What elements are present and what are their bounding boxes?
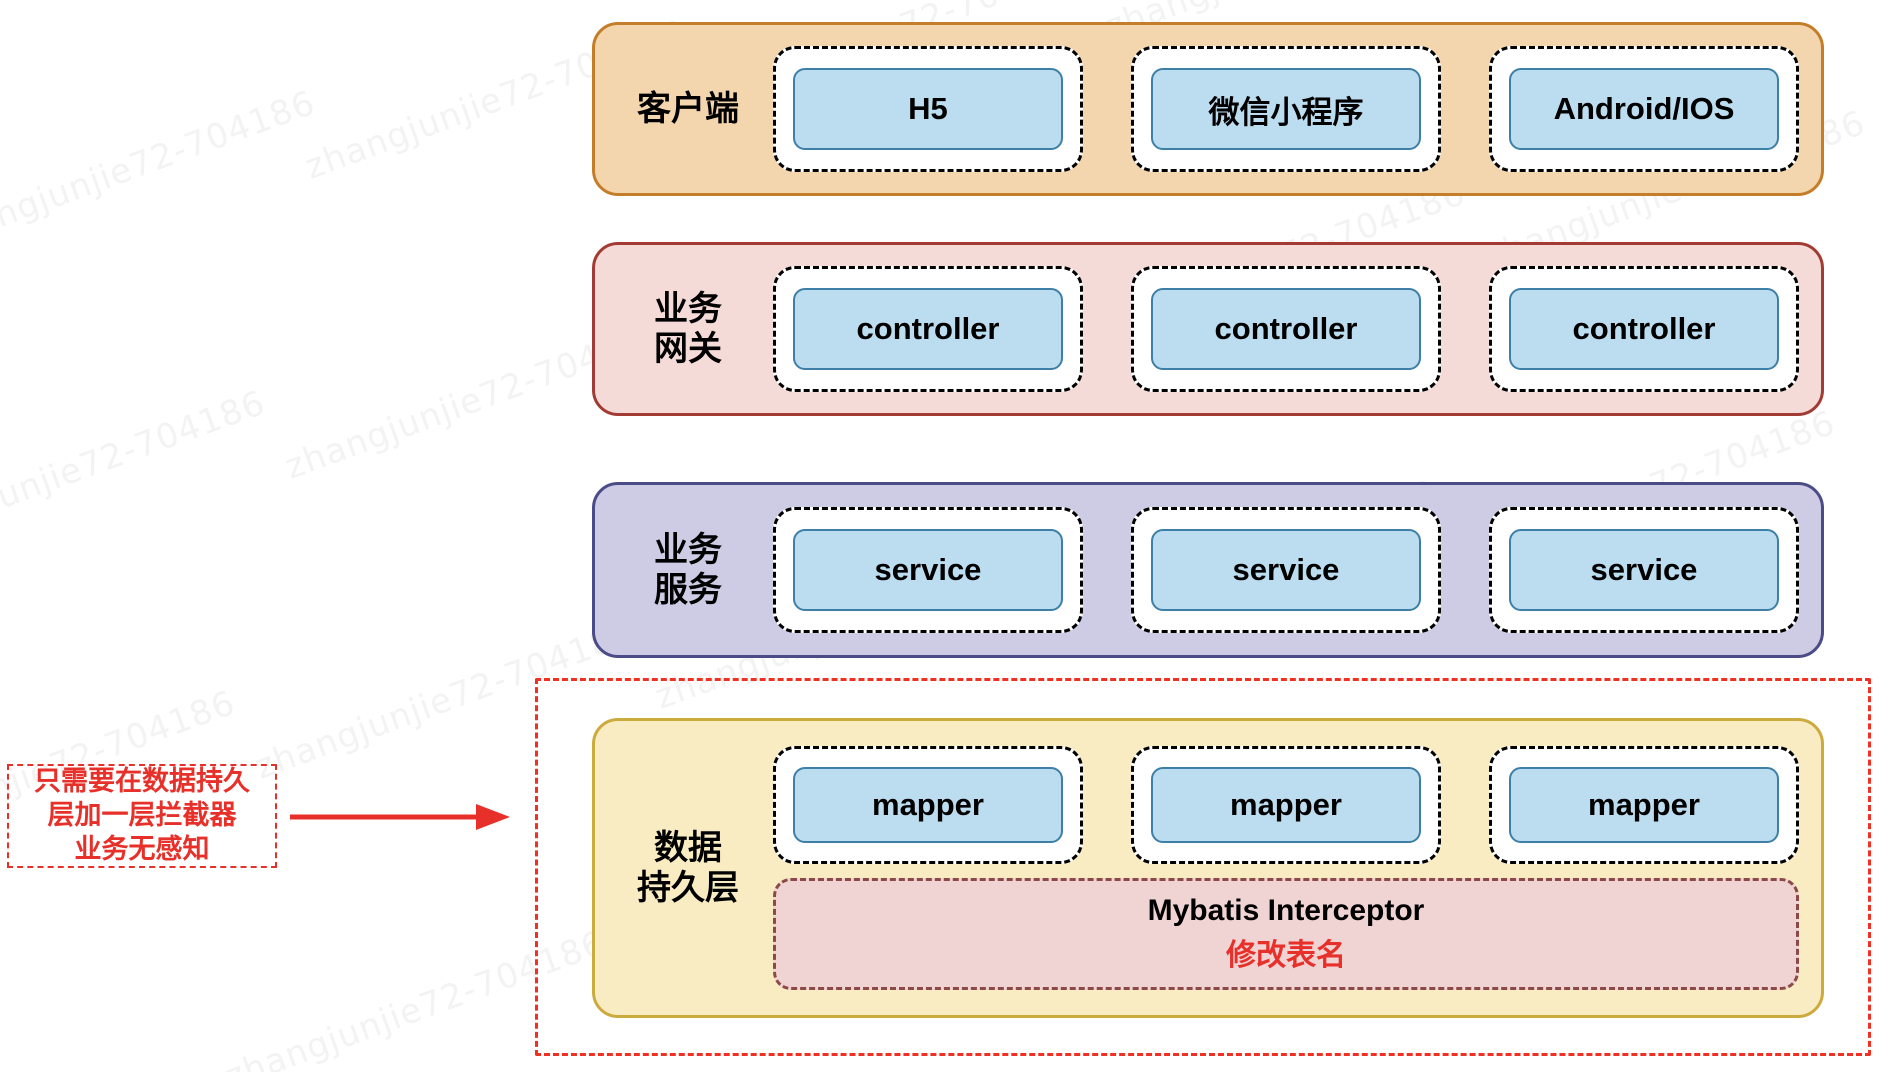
layer-label-client: 客户端 (637, 89, 739, 128)
node-service-2[interactable]: service (1151, 529, 1421, 611)
layer-nodes-client: H5 微信小程序 Android/IOS (763, 25, 1821, 193)
node-wrapper-wechat-miniprogram[interactable]: 微信小程序 (1131, 46, 1441, 172)
layer-band-service: 业务 服务 service service service (592, 482, 1824, 658)
layer-nodes-service: service service service (763, 485, 1821, 655)
layer-band-data: 数据 持久层 mapper mapper mapper Mybatis Inte… (592, 718, 1824, 1018)
node-mapper-1[interactable]: mapper (793, 767, 1063, 843)
mapper-row: mapper mapper mapper (773, 746, 1799, 864)
node-controller-2[interactable]: controller (1151, 288, 1421, 370)
layer-label-data: 数据 持久层 (637, 828, 739, 907)
node-wrapper-android-ios[interactable]: Android/IOS (1489, 46, 1799, 172)
node-controller-3[interactable]: controller (1509, 288, 1779, 370)
node-wrapper-h5[interactable]: H5 (773, 46, 1083, 172)
node-mapper-2[interactable]: mapper (1151, 767, 1421, 843)
node-service-3[interactable]: service (1509, 529, 1779, 611)
layer-band-gateway: 业务 网关 controller controller controller (592, 242, 1824, 416)
node-service-1[interactable]: service (793, 529, 1063, 611)
node-wrapper-mapper-2[interactable]: mapper (1131, 746, 1441, 864)
mybatis-interceptor-box[interactable]: Mybatis Interceptor 修改表名 (773, 878, 1799, 990)
node-wrapper-controller-2[interactable]: controller (1131, 266, 1441, 392)
right-arrow-icon (290, 804, 510, 830)
node-wechat-miniprogram[interactable]: 微信小程序 (1151, 68, 1421, 150)
node-controller-1[interactable]: controller (793, 288, 1063, 370)
node-wrapper-mapper-1[interactable]: mapper (773, 746, 1083, 864)
node-wrapper-service-1[interactable]: service (773, 507, 1083, 633)
layer-label-service: 业务 服务 (654, 530, 722, 609)
layer-label-gateway: 业务 网关 (654, 289, 722, 368)
node-wrapper-mapper-3[interactable]: mapper (1489, 746, 1799, 864)
layer-nodes-data: mapper mapper mapper Mybatis Interceptor… (763, 721, 1821, 1015)
node-wrapper-service-2[interactable]: service (1131, 507, 1441, 633)
mybatis-interceptor-title: Mybatis Interceptor (1147, 894, 1425, 927)
annotation-callout: 只需要在数据持久 层加一层拦截器 业务无感知 (7, 764, 277, 868)
layer-nodes-gateway: controller controller controller (763, 245, 1821, 413)
node-android-ios[interactable]: Android/IOS (1509, 68, 1779, 150)
node-mapper-3[interactable]: mapper (1509, 767, 1779, 843)
node-wrapper-controller-3[interactable]: controller (1489, 266, 1799, 392)
node-wrapper-service-3[interactable]: service (1489, 507, 1799, 633)
node-h5[interactable]: H5 (793, 68, 1063, 150)
mybatis-interceptor-subtitle: 修改表名 (1226, 939, 1346, 972)
node-wrapper-controller-1[interactable]: controller (773, 266, 1083, 392)
layer-band-client: 客户端 H5 微信小程序 Android/IOS (592, 22, 1824, 196)
